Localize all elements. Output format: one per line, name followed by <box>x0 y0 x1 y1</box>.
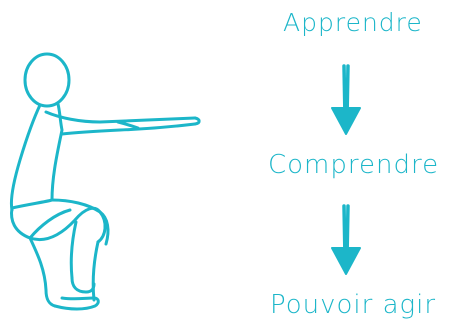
step-pouvoir-agir: Pouvoir agir <box>270 290 436 320</box>
step-comprendre: Comprendre <box>268 150 439 180</box>
down-arrow-icon <box>326 60 366 140</box>
step-apprendre: Apprendre <box>283 8 423 37</box>
down-arrow-icon <box>326 200 366 280</box>
squat-person-icon <box>0 40 215 336</box>
